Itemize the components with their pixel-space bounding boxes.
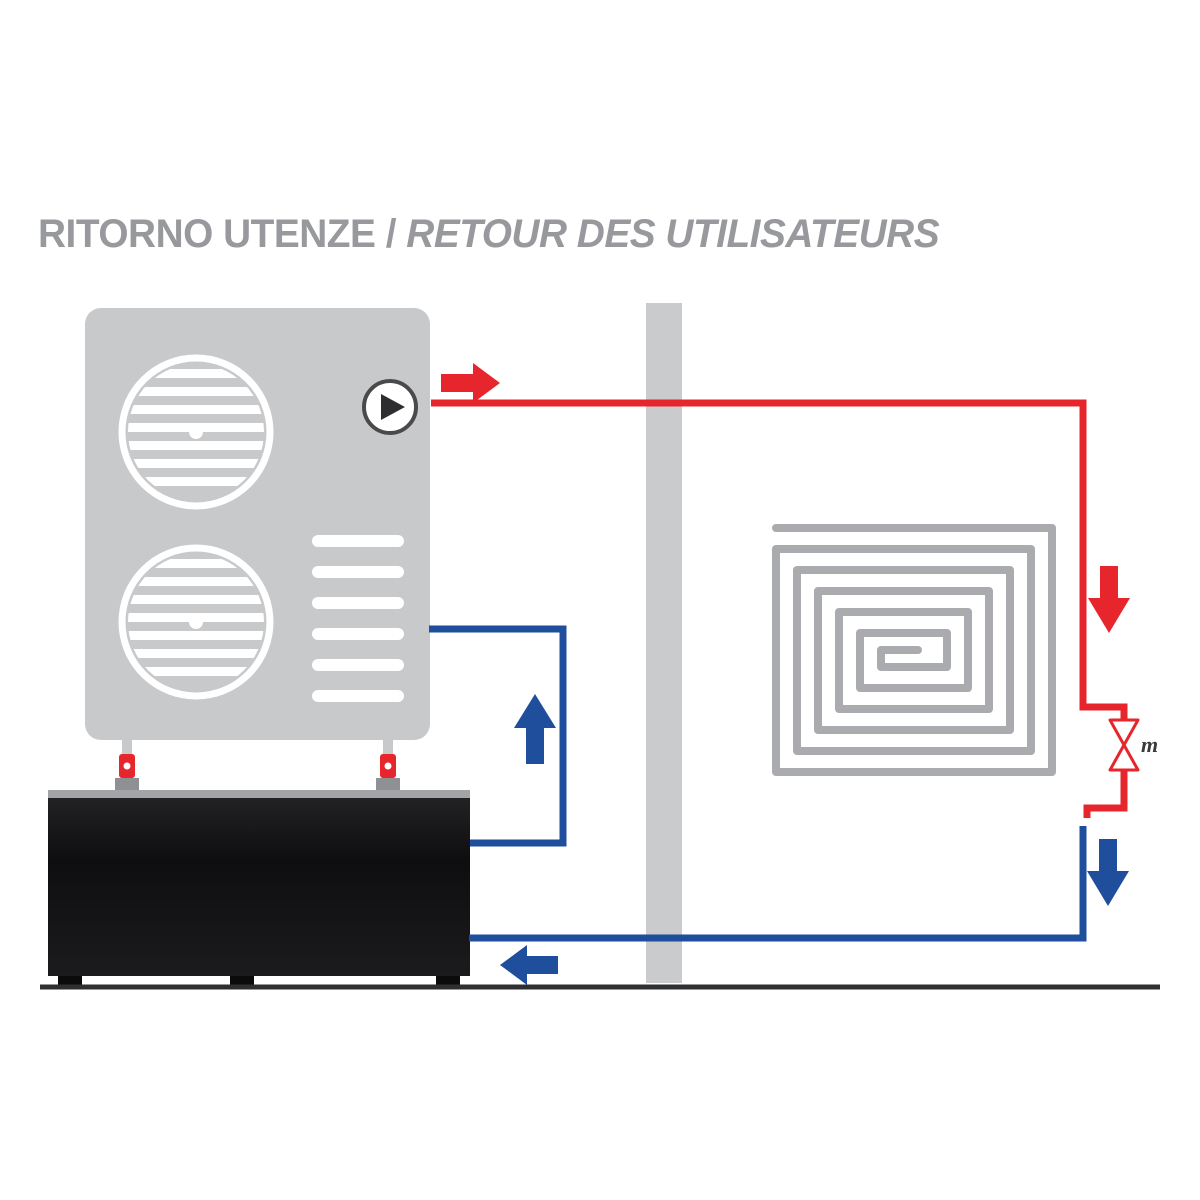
wall xyxy=(646,303,682,983)
title-italian: RITORNO UTENZE xyxy=(38,212,376,256)
louver-slat xyxy=(312,628,404,640)
return-flow-arrow-up xyxy=(514,694,556,764)
title-separator: / xyxy=(375,212,407,256)
valve-upper-triangle xyxy=(1108,718,1140,747)
pump-triangle xyxy=(381,394,405,420)
hydraulic-connector-left xyxy=(115,738,139,796)
tank-body xyxy=(48,798,470,976)
supply-flow-arrow-down xyxy=(1088,566,1130,633)
louver-slat xyxy=(312,597,404,609)
louver-slat xyxy=(312,659,404,671)
return-flow-arrow-left xyxy=(500,945,558,985)
diagram-title: RITORNO UTENZE / RETOUR DES UTILISATEURS xyxy=(38,212,940,257)
buffer-tank xyxy=(48,790,470,988)
louver-slat xyxy=(312,690,404,702)
title-french: RETOUR DES UTILISATEURS xyxy=(406,212,940,256)
louver-slat xyxy=(312,566,404,578)
louver-slat xyxy=(312,535,404,547)
return-pipe-bottom xyxy=(469,826,1087,942)
supply-pipe xyxy=(431,399,1128,818)
louver-grille xyxy=(312,535,404,702)
pump-icon xyxy=(362,379,418,435)
floor-heating-coil-icon xyxy=(772,524,1056,776)
return-pipe-to-tank xyxy=(429,625,567,847)
supply-flow-arrow-right xyxy=(441,363,500,403)
valve-lower-triangle xyxy=(1108,743,1140,772)
return-flow-arrow-down xyxy=(1087,839,1129,906)
valve-icon: m xyxy=(1108,718,1158,772)
heat-pump-unit xyxy=(85,308,430,740)
tank-lid xyxy=(48,790,470,800)
valve-actuator-label: m xyxy=(1141,732,1158,757)
hydraulic-connector-right xyxy=(376,738,400,796)
